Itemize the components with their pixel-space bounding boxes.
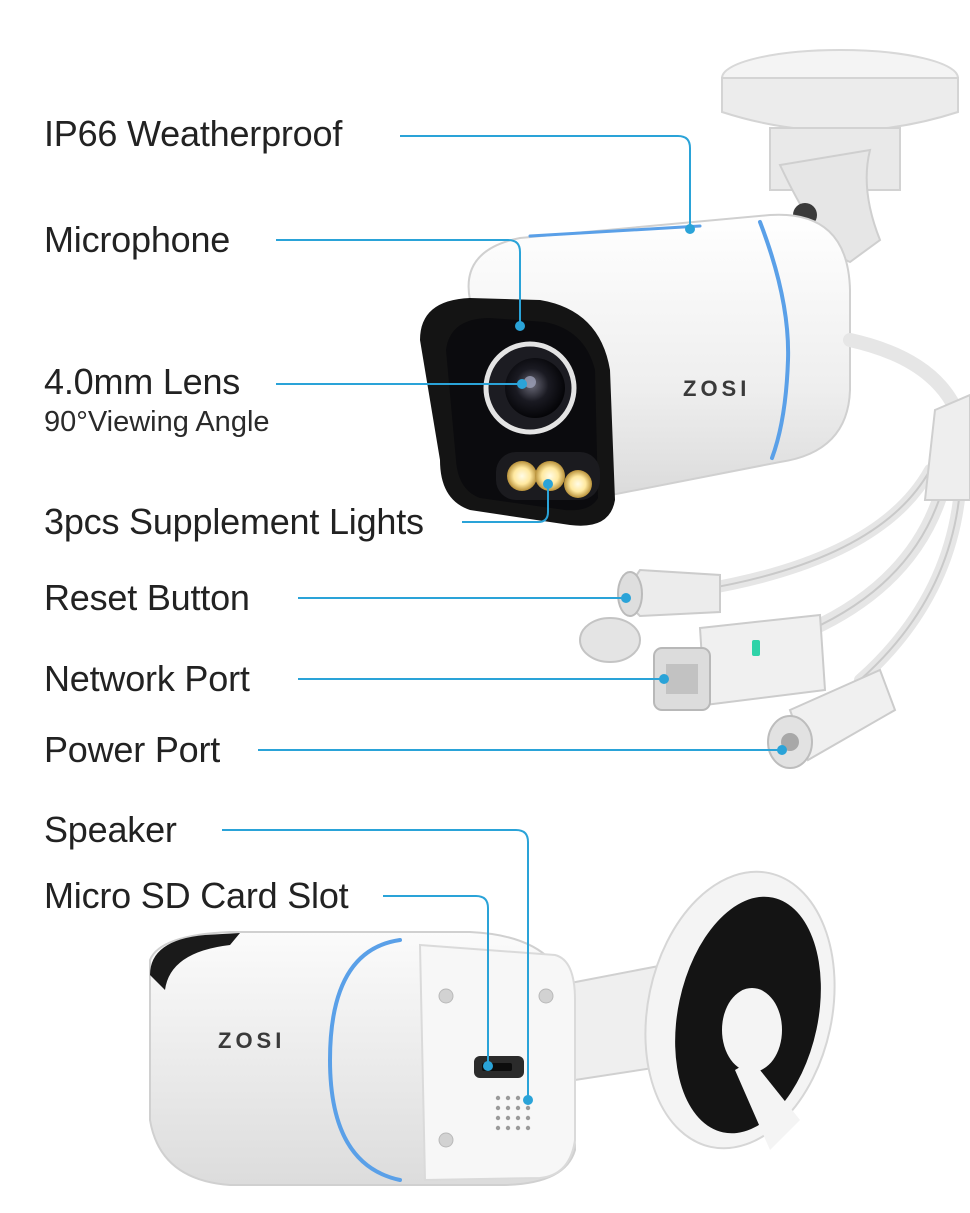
bottom-camera-brand: ZOSI bbox=[218, 1028, 285, 1053]
top-camera-body: ZOSI bbox=[420, 213, 851, 526]
label-reset-button: Reset Button bbox=[44, 577, 250, 618]
callout-microphone bbox=[276, 239, 521, 325]
supplement-lights bbox=[496, 452, 600, 500]
callout-weatherproof bbox=[400, 135, 691, 228]
top-camera-brand: ZOSI bbox=[683, 376, 750, 401]
callout-speaker bbox=[222, 829, 529, 1100]
label-micro-sd-card-slot: Micro SD Card Slot bbox=[44, 875, 349, 916]
label-microphone: Microphone bbox=[44, 219, 231, 260]
label-viewing-angle: 90°Viewing Angle bbox=[44, 406, 270, 438]
reset-connector bbox=[579, 568, 721, 663]
label-speaker: Speaker bbox=[44, 809, 177, 850]
callout-lines bbox=[222, 135, 782, 1100]
label-supplement-lights: 3pcs Supplement Lights bbox=[44, 501, 424, 542]
top-camera-mount bbox=[721, 49, 959, 264]
callout-dots bbox=[483, 224, 787, 1105]
label-power-port: Power Port bbox=[44, 729, 221, 770]
label-lens: 4.0mm Lens bbox=[44, 361, 241, 402]
bottom-camera-body: ZOSI bbox=[149, 931, 577, 1186]
network-connector bbox=[653, 613, 827, 711]
bottom-camera-mount bbox=[558, 870, 836, 1150]
callout-lights bbox=[462, 484, 549, 523]
callout-sd-slot bbox=[383, 895, 489, 1066]
power-connector bbox=[767, 668, 897, 769]
label-network-port: Network Port bbox=[44, 658, 250, 699]
label-ip66-weatherproof: IP66 Weatherproof bbox=[44, 113, 343, 154]
